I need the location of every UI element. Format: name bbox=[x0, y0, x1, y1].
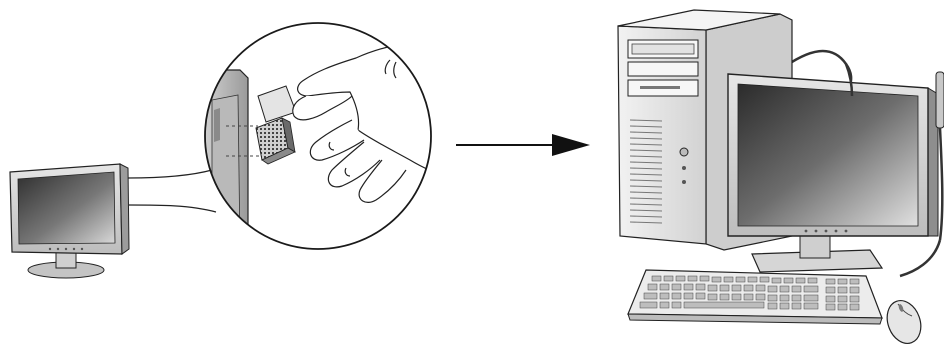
desktop-pc bbox=[618, 10, 944, 348]
mouse bbox=[881, 296, 926, 348]
small-monitor-side bbox=[120, 164, 129, 254]
tower-power-button bbox=[680, 148, 688, 156]
arrow-right bbox=[456, 134, 590, 156]
keyboard bbox=[628, 270, 882, 324]
big-monitor-screen bbox=[738, 84, 918, 226]
magnifier-circle bbox=[205, 23, 470, 260]
small-monitor-screen bbox=[18, 172, 115, 244]
small-monitor bbox=[10, 164, 129, 278]
magnifier-connector bbox=[128, 170, 216, 212]
big-monitor bbox=[728, 74, 938, 236]
